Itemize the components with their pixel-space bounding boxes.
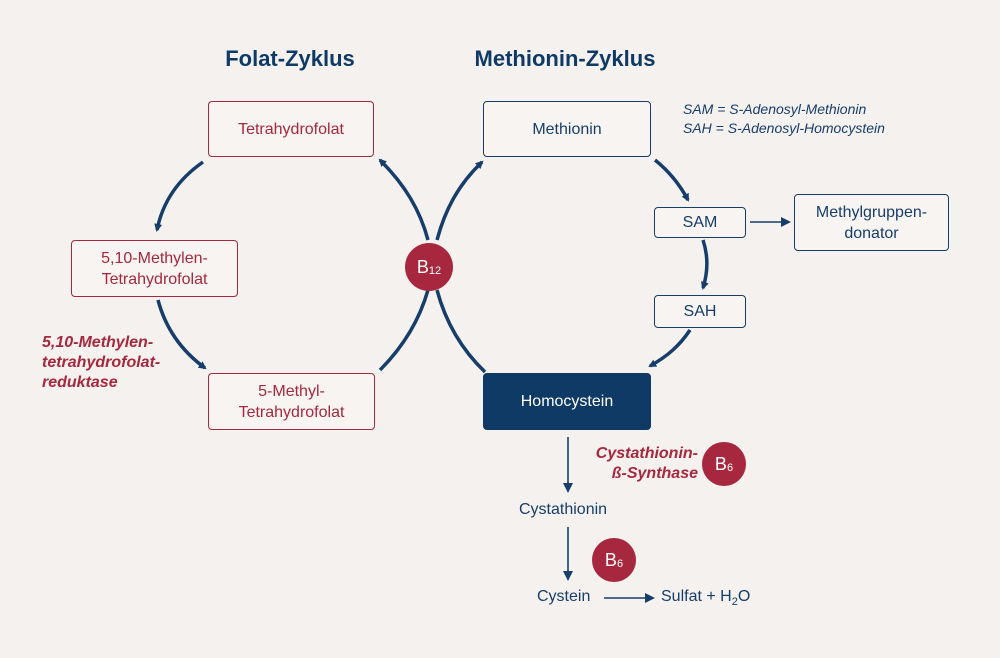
methylene-thf-label-2: Tetrahydrofolat: [101, 270, 208, 288]
cystathionine-label: Cystathionin: [519, 501, 608, 518]
cbs-enzyme-label: Cystathionin- ß-Synthase: [590, 444, 698, 484]
cbs-line-1: Cystathionin-: [595, 445, 698, 462]
b6-letter-2: B: [604, 549, 617, 570]
sam-label: SAM: [682, 214, 718, 231]
water-subscript: 2: [731, 596, 738, 609]
sah-label: SAH: [683, 303, 717, 320]
arrow-thf-to-methylene: [154, 160, 204, 232]
sam-definition: SAM = S-Adenosyl-Methionin: [683, 101, 867, 117]
methyl-donor-label-2: donator: [844, 224, 899, 242]
mthfr-line-2: tetrahydrofolat-: [42, 354, 161, 371]
sam-box: SAM: [654, 207, 746, 238]
methyl-donor-label-1: Methylgruppen-: [815, 203, 928, 221]
mthfr-line-3: reduktase: [42, 374, 118, 391]
methyl-thf-label-1: 5-Methyl-: [258, 382, 325, 400]
mthfr-line-1: 5,10-Methylen-: [42, 334, 154, 351]
tetrahydrofolate-label: Tetrahydrofolat: [238, 120, 344, 138]
methylene-thf-box: 5,10-Methylen- Tetrahydrofolat: [71, 240, 238, 297]
b6-subscript-1: 6: [726, 462, 734, 474]
water-suffix: O: [737, 588, 751, 605]
b6-subscript-2: 6: [616, 558, 624, 570]
tetrahydrofolate-box: Tetrahydrofolat: [208, 101, 374, 157]
methionine-box: Methionin: [483, 101, 651, 157]
abbreviation-notes: SAM = S-Adenosyl-Methionin SAH = S-Adeno…: [683, 100, 885, 138]
arrow-methylene-to-methyl: [156, 299, 207, 370]
methyl-thf-label-2: Tetrahydrofolat: [238, 403, 345, 421]
methyl-thf-box: 5-Methyl- Tetrahydrofolat: [208, 373, 375, 430]
homocysteine-label: Homocystein: [520, 393, 614, 410]
sah-box: SAH: [654, 295, 746, 328]
methionine-cycle-title: Methionin-Zyklus: [474, 46, 656, 71]
b6-letter-1: B: [714, 453, 727, 474]
arrow-methyl-to-b12: [378, 289, 430, 372]
arrow-methionine-to-sam: [653, 158, 690, 202]
b12-subscript: 12: [428, 265, 442, 277]
sulfate-water-label: Sulfat + H2O: [661, 588, 750, 608]
mthfr-enzyme-label: 5,10-Methylen- tetrahydrofolat- reduktas…: [42, 333, 160, 393]
arrow-b12-to-methionine: [435, 160, 484, 241]
arrow-homocysteine-to-b12: [435, 289, 487, 374]
arrow-sah-to-homocysteine: [648, 329, 692, 368]
cbs-line-2: ß-Synthase: [611, 465, 698, 482]
folate-cycle-title: Folat-Zyklus: [225, 46, 355, 71]
methyl-donor-box: Methylgruppen- donator: [794, 194, 949, 251]
sah-definition: SAH = S-Adenosyl-Homocystein: [683, 120, 885, 136]
homocysteine-box: Homocystein: [483, 373, 651, 430]
sulfate-prefix: Sulfat + H: [661, 588, 732, 605]
methylene-thf-label-1: 5,10-Methylen-: [101, 249, 208, 267]
cysteine-label: Cystein: [537, 588, 591, 605]
b12-letter: B: [416, 256, 429, 277]
arrow-sam-to-sah: [700, 239, 709, 290]
arrow-b12-to-thf: [378, 158, 430, 241]
methionine-label: Methionin: [532, 120, 602, 138]
